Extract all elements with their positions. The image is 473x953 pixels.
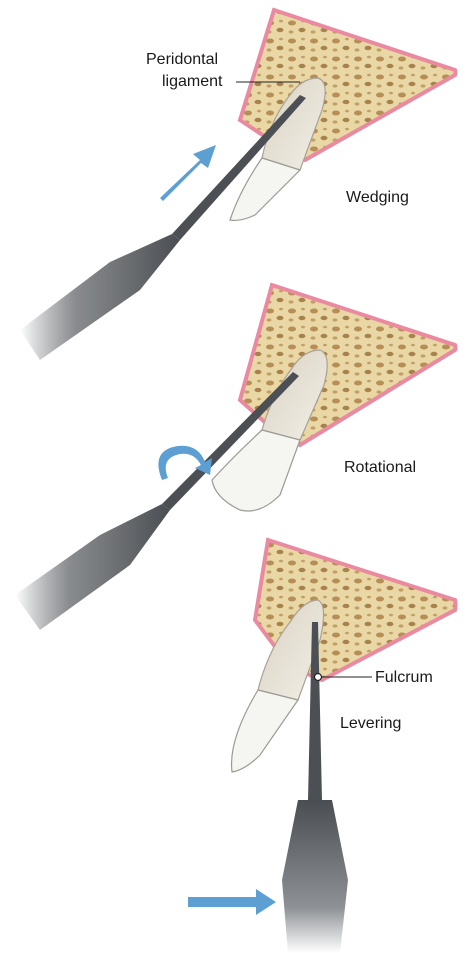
tooth-crown — [232, 690, 298, 772]
periodontal-label-line1: Peridontal — [146, 50, 218, 69]
panel-label-wedging: Wedging — [346, 188, 409, 207]
levering-arrow — [188, 889, 276, 915]
fulcrum-label: Fulcrum — [375, 668, 433, 687]
panel-label-levering: Levering — [340, 714, 401, 733]
wedging-arrow — [160, 145, 216, 201]
panel-levering — [188, 540, 456, 953]
instrument-handle — [20, 234, 180, 360]
panel-label-rotational: Rotational — [344, 458, 416, 477]
fulcrum-point — [315, 674, 322, 681]
rotation-arrow — [158, 446, 212, 480]
instrument-handle — [15, 504, 170, 630]
instrument-handle — [282, 800, 348, 953]
panel-wedging — [20, 10, 456, 360]
periodontal-label-line2: ligament — [162, 72, 222, 91]
